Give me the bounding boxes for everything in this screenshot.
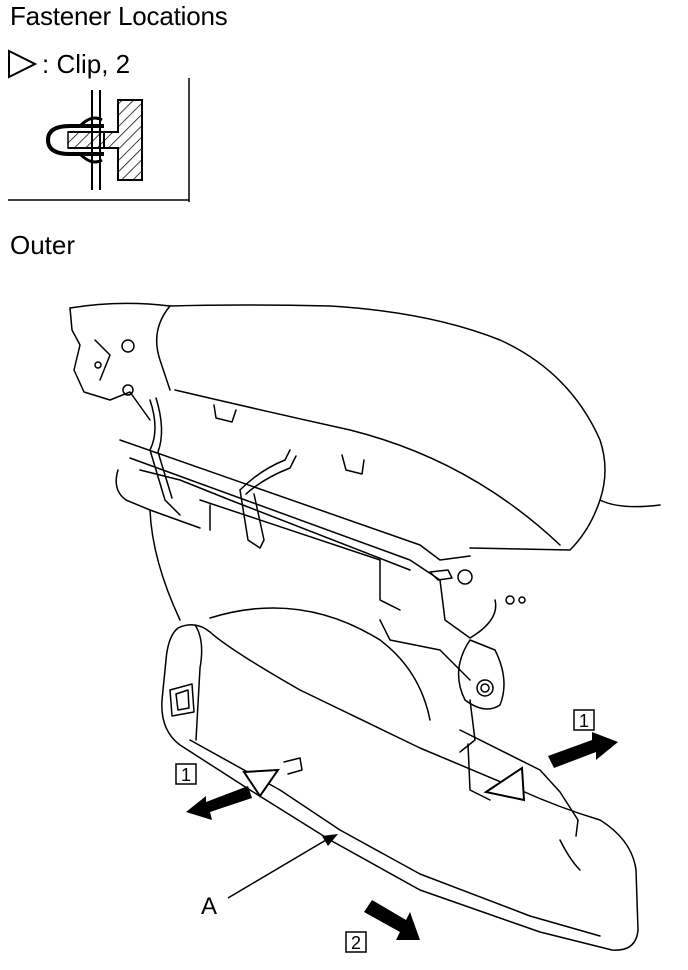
- step1-badge-left: 1: [175, 763, 197, 785]
- clip-marker-left-icon: [242, 768, 280, 798]
- arrow-step1-left-icon: [186, 786, 252, 820]
- legend-text: : Clip, 2: [42, 48, 131, 79]
- arrow-step2-icon: [364, 900, 420, 940]
- page-title: Fastener Locations: [10, 1, 228, 31]
- step1-number-right: 1: [579, 711, 589, 731]
- step1-number-left: 1: [181, 765, 191, 785]
- clip-marker-right-icon: [483, 766, 526, 802]
- clip-triangle-icon: [8, 49, 38, 79]
- clip-detail-inset: [8, 78, 190, 202]
- step2-badge: 2: [345, 931, 367, 953]
- part-a-label: A: [201, 893, 217, 920]
- step2-number: 2: [351, 933, 361, 953]
- section-label: Outer: [10, 230, 76, 260]
- arrow-step1-right-icon: [548, 732, 618, 768]
- clip-legend: : Clip, 2: [6, 48, 130, 80]
- step1-badge-right: 1: [573, 709, 595, 731]
